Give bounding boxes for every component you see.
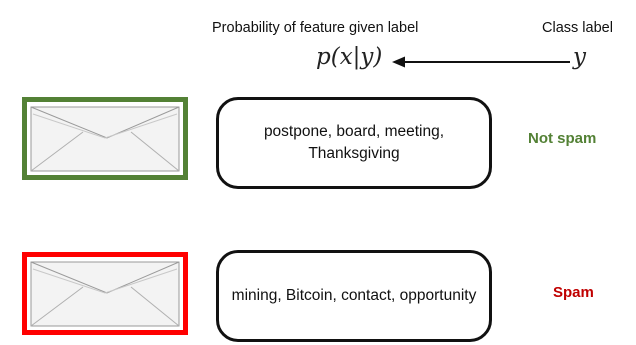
left-arrow-icon xyxy=(392,56,570,68)
feature-probability-title: Probability of feature given label xyxy=(212,20,419,36)
class-label-title: Class label xyxy=(542,20,613,36)
feature-box-spam: mining, Bitcoin, contact, opportunity xyxy=(216,250,492,342)
class-symbol: y xyxy=(573,44,586,70)
label-not-spam: Not spam xyxy=(528,130,597,147)
spam-email xyxy=(22,252,188,335)
label-spam: Spam xyxy=(553,284,594,301)
feature-words-not-spam: postpone, board, meeting, Thanksgiving xyxy=(263,122,445,162)
feature-box-not-spam: postpone, board, meeting, Thanksgiving xyxy=(216,97,492,189)
feature-words-spam: mining, Bitcoin, contact, opportunity xyxy=(231,286,477,304)
not-spam-email xyxy=(22,97,188,180)
envelope-icon xyxy=(30,106,180,172)
envelope-icon xyxy=(30,261,180,327)
likelihood-symbol: p(x|y) xyxy=(316,44,383,70)
